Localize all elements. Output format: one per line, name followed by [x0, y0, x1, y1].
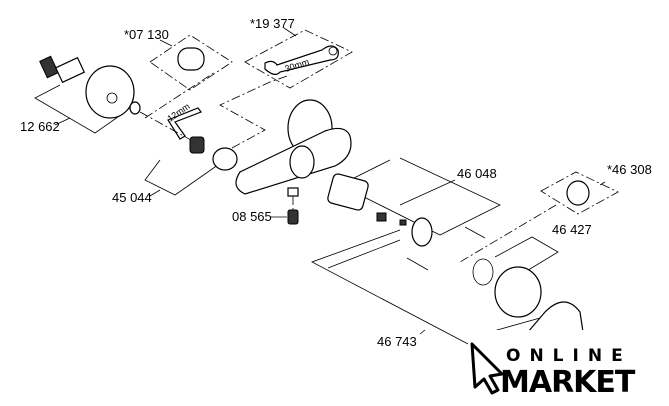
part-number-07130: *07 130	[124, 27, 169, 42]
part-46427-group	[472, 236, 559, 318]
wrench-icon	[264, 45, 339, 75]
rosette-part	[85, 65, 135, 119]
part-46308-group	[459, 171, 619, 263]
part-12662-group	[34, 55, 141, 134]
part-number-19377: *19 377	[250, 16, 295, 31]
part-number-46427: 46 427	[552, 222, 592, 237]
optional-part-frame	[149, 34, 233, 91]
part-19377-group	[244, 27, 353, 89]
part-46048-group	[327, 157, 501, 271]
part-46743-group	[311, 229, 471, 346]
online-market-logo: ONLINE MARKET	[468, 330, 637, 400]
handle-part	[489, 301, 584, 333]
mixer-body-part	[235, 99, 352, 225]
part-number-46743: 46 743	[377, 334, 417, 349]
wrench-size-label: 30mm	[284, 57, 311, 74]
adapter-part	[177, 47, 205, 71]
cursor-icon	[470, 342, 504, 395]
optional-part-frame	[244, 29, 353, 89]
optional-part-frame	[540, 171, 619, 215]
logo-line2: MARKET	[500, 365, 636, 400]
part-45044-group	[144, 74, 291, 197]
part-number-46048: 46 048	[457, 166, 497, 181]
part-number-46308: *46 308	[607, 162, 652, 177]
part-number-12662: 12 662	[20, 119, 60, 134]
part-number-08565: 08 565	[232, 209, 272, 224]
logo-line1: ONLINE	[506, 346, 632, 366]
part-number-45044: 45 044	[112, 190, 152, 205]
part-07130-group	[149, 34, 233, 91]
